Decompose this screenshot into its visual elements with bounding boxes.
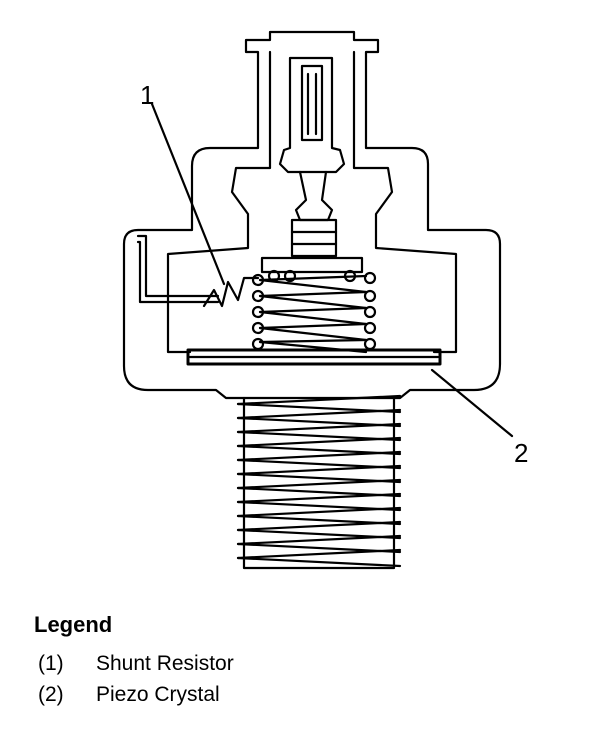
- legend-item-number: (2): [38, 683, 64, 706]
- spring: [258, 274, 368, 354]
- threaded-stud: [242, 396, 396, 570]
- legend-item: (1) Shunt Resistor: [34, 648, 234, 679]
- lead-wire: [136, 234, 220, 304]
- legend: Legend (1) Shunt Resistor (2) Piezo Crys…: [34, 612, 234, 710]
- thread-lines: [236, 394, 402, 568]
- legend-title: Legend: [34, 612, 113, 637]
- sensor-housing: [122, 30, 502, 400]
- callout-1: 1: [140, 80, 154, 110]
- callout-2: 2: [514, 438, 528, 468]
- leader-line-2: [430, 368, 514, 438]
- shunt-resistor: [202, 276, 260, 308]
- legend-item: (2) Piezo Crystal: [34, 679, 234, 710]
- leader-line-1: [150, 102, 226, 286]
- legend-item-number: (1): [38, 652, 64, 675]
- legend-item-text: Piezo Crystal: [96, 683, 220, 706]
- terminal-chamber: [278, 56, 346, 174]
- knock-sensor-diagram: 1 2: [122, 30, 528, 570]
- housing-inner-wall: [166, 50, 458, 354]
- spring-seat: [260, 256, 364, 274]
- terminal-pin: [300, 64, 324, 142]
- terminal-stem: [294, 170, 334, 222]
- legend-item-text: Shunt Resistor: [96, 652, 234, 675]
- piezo-crystal: [186, 348, 442, 366]
- terminal-base: [290, 218, 338, 258]
